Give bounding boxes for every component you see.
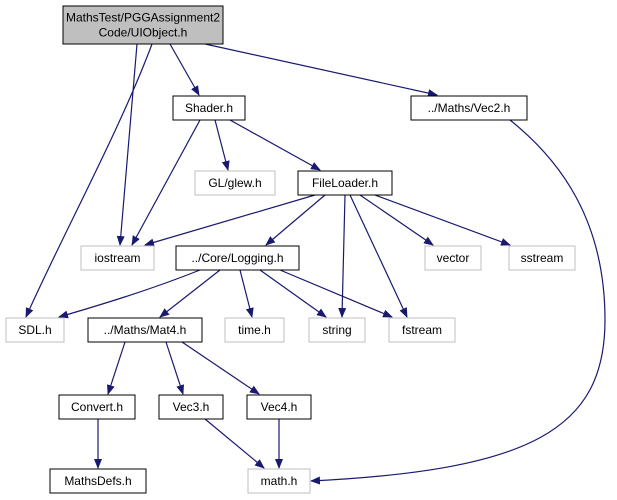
node-time[interactable]: time.h: [224, 317, 285, 343]
node-label: SDL.h: [18, 323, 51, 337]
edge-fileloader-to-string: [338, 194, 347, 318]
edge-fileloader-to-vector: [359, 194, 434, 246]
node-box: [297, 170, 393, 196]
edge-logging-to-fstream: [279, 269, 393, 318]
edge-root-to-shader: [169, 43, 200, 96]
edge-shader-to-glew: [214, 119, 230, 171]
edge-logging-to-string: [259, 269, 327, 318]
node-label: time.h: [238, 323, 271, 337]
node-box: [194, 170, 276, 196]
edge-mat4-to-convert: [106, 341, 126, 395]
node-label: string: [322, 323, 351, 337]
node-label: GL/glew.h: [208, 176, 261, 190]
node-label: iostream: [94, 251, 140, 265]
node-box: [388, 317, 456, 343]
node-box: [508, 245, 576, 271]
node-vec3[interactable]: Vec3.h: [158, 394, 224, 420]
node-sstream[interactable]: sstream: [508, 245, 576, 271]
node-mat4[interactable]: ../Maths/Mat4.h: [87, 317, 203, 343]
node-box: [87, 317, 203, 343]
edge-shader-to-iostream: [131, 119, 201, 246]
node-label: ../Maths/Vec2.h: [428, 101, 511, 115]
edge-logging-to-sdl: [58, 269, 201, 319]
edge-fileloader-to-fstream: [349, 194, 408, 318]
edge-vec3-to-math: [204, 418, 265, 469]
node-label: Shader.h: [185, 101, 233, 115]
node-box: [158, 394, 224, 420]
node-vector[interactable]: vector: [424, 245, 482, 271]
node-fstream[interactable]: fstream: [388, 317, 456, 343]
edge-logging-to-mat4: [159, 269, 221, 318]
edge-fileloader-to-iostream: [144, 194, 316, 247]
node-label: fstream: [402, 323, 442, 337]
node-box: [308, 317, 366, 343]
node-sdl[interactable]: SDL.h: [5, 317, 65, 343]
node-glew[interactable]: GL/glew.h: [194, 170, 276, 196]
node-label: Code/UIObject.h: [99, 26, 188, 40]
node-label: FileLoader.h: [312, 176, 378, 190]
node-mathsdefs[interactable]: MathsDefs.h: [49, 468, 147, 494]
node-box: [62, 5, 224, 45]
edge-root-to-sdl: [25, 43, 153, 318]
edge-vec2-to-math: [310, 119, 606, 485]
node-shader[interactable]: Shader.h: [172, 95, 246, 121]
node-label: Vec4.h: [261, 400, 298, 414]
node-label: Vec3.h: [173, 400, 210, 414]
node-box: [58, 394, 136, 420]
node-string[interactable]: string: [308, 317, 366, 343]
node-label: Convert.h: [71, 400, 123, 414]
edge-fileloader-to-sstream: [374, 194, 511, 246]
node-label: MathsDefs.h: [64, 474, 131, 488]
node-convert[interactable]: Convert.h: [58, 394, 136, 420]
nodes: MathsTest/PGGAssignment2Code/UIObject.hS…: [5, 5, 576, 494]
edge-logging-to-time: [239, 269, 254, 318]
node-box: [175, 245, 300, 271]
node-fileloader[interactable]: FileLoader.h: [297, 170, 393, 196]
node-vec2[interactable]: ../Maths/Vec2.h: [410, 95, 528, 121]
node-logging[interactable]: ../Core/Logging.h: [175, 245, 300, 271]
node-label: ../Core/Logging.h: [191, 251, 283, 265]
node-box: [224, 317, 285, 343]
node-box: [49, 468, 147, 494]
node-label: vector: [437, 251, 470, 265]
edge-mat4-to-vec3: [165, 341, 185, 395]
edge-root-to-vec2: [204, 43, 438, 97]
node-label: math.h: [261, 474, 298, 488]
edge-root-to-iostream: [116, 43, 138, 246]
node-label: sstream: [521, 251, 564, 265]
node-box: [247, 468, 311, 494]
node-box: [424, 245, 482, 271]
edge-shader-to-fileloader: [229, 119, 321, 171]
node-box: [410, 95, 528, 121]
node-label: ../Maths/Mat4.h: [104, 323, 187, 337]
node-math[interactable]: math.h: [247, 468, 311, 494]
node-box: [172, 95, 246, 121]
node-box: [80, 245, 155, 271]
edges: [25, 43, 606, 485]
node-box: [246, 394, 312, 420]
edge-fileloader-to-logging: [265, 194, 326, 246]
node-box: [5, 317, 65, 343]
node-vec4[interactable]: Vec4.h: [246, 394, 312, 420]
node-iostream[interactable]: iostream: [80, 245, 155, 271]
node-label: MathsTest/PGGAssignment2: [66, 11, 220, 25]
edge-mat4-to-vec4: [181, 341, 260, 395]
